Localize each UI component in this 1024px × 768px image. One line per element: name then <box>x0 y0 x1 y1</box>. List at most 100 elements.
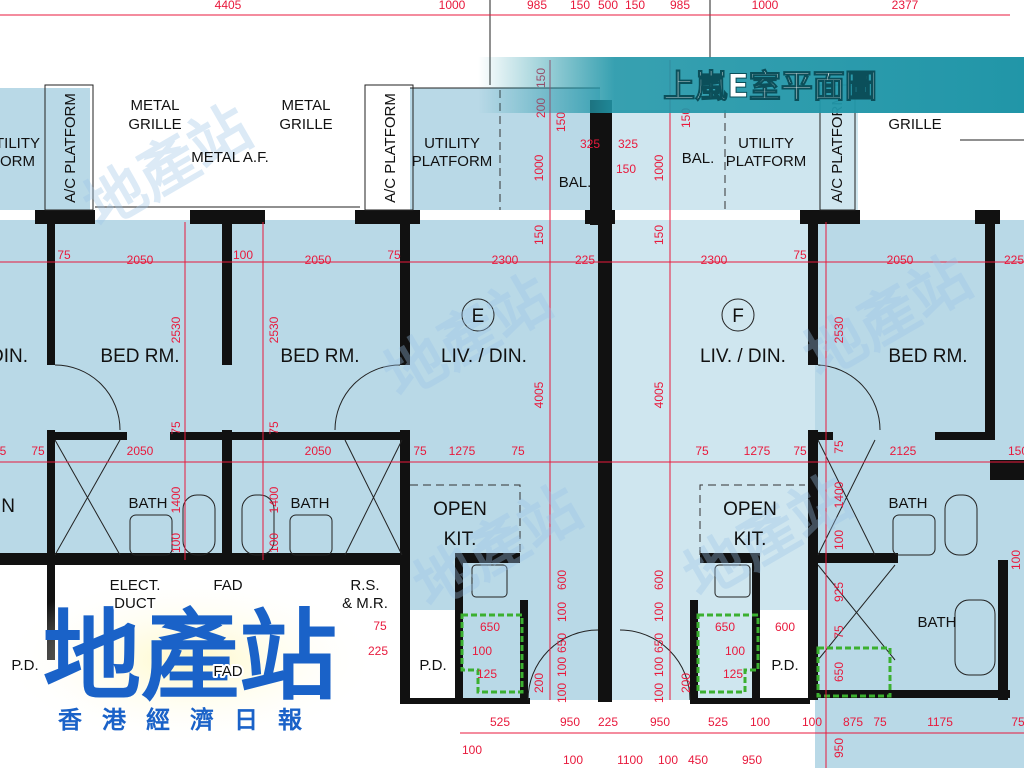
dimension-label: 100 <box>555 602 569 622</box>
dimension-label: 600 <box>775 620 795 634</box>
dimension-label: 2377 <box>892 0 919 12</box>
dimension-label: 650 <box>715 620 735 634</box>
dimension-label: 100 <box>1009 550 1023 570</box>
dimension-label: 985 <box>527 0 547 12</box>
text-label: BED RM. <box>280 346 359 367</box>
dimension-label: 75 <box>387 248 401 262</box>
label-liv-din-e: LIV. / DIN. <box>441 346 527 367</box>
dimension-label: 875 <box>843 715 863 729</box>
dimension-label: 1000 <box>652 154 666 181</box>
dimension-label: 1100 <box>617 753 643 767</box>
dimension-label: 1275 <box>449 444 476 458</box>
label-open-kit-f: OPEN <box>723 499 777 520</box>
dimension-label: 325 <box>580 137 600 151</box>
label-open-kit-e: OPEN <box>433 499 487 520</box>
dimension-label: 2530 <box>267 316 281 343</box>
dimension-label: 150 <box>616 162 636 176</box>
dimension-label: 100 <box>462 743 482 757</box>
text-label: PLATFORM <box>412 153 493 170</box>
dimension-label: 600 <box>652 570 666 590</box>
dimension-label: 75 <box>695 444 709 458</box>
dimension-label: 650 <box>652 633 666 653</box>
text-label: N <box>1 496 15 517</box>
text-label: GRILLE <box>279 116 332 133</box>
dimension-label: 100 <box>169 533 183 553</box>
logo-sub: 香港經濟日報 <box>58 706 322 734</box>
dimension-label: 1000 <box>752 0 779 12</box>
dimension-label: 75 <box>267 421 281 435</box>
walls <box>0 100 1024 704</box>
dimension-label: 2050 <box>305 444 332 458</box>
dimension-label: 100 <box>725 644 745 658</box>
dimension-label: 2530 <box>832 316 846 343</box>
label-utility-left: UTILITY <box>0 135 40 152</box>
dimension-label: 100 <box>652 683 666 703</box>
dimension-label: 2050 <box>127 253 154 267</box>
dimension-label: 100 <box>802 715 822 729</box>
label-bal-e: BAL. <box>559 174 592 191</box>
dimension-label: 950 <box>832 738 846 758</box>
dimension-label: 150 <box>652 225 666 245</box>
dimension-label: 225 <box>1004 253 1024 267</box>
dimension-label: 75 <box>1011 715 1024 729</box>
dimension-label: 100 <box>750 715 770 729</box>
dimension-label: 75 <box>832 440 846 454</box>
label-ac-platform: A/C PLATFORM <box>62 93 79 203</box>
dimension-label: 2050 <box>305 253 332 267</box>
label-bed-rm: BED RM. <box>100 346 179 367</box>
label-metal-af: METAL A.F. <box>191 149 269 166</box>
logo-main: 地產站 <box>43 600 337 714</box>
dimension-label: 500 <box>598 0 618 12</box>
dimension-label: 4005 <box>652 381 666 408</box>
dimension-label: 100 <box>233 248 253 262</box>
dimension-label: 225 <box>598 715 618 729</box>
dimension-label: 950 <box>742 753 762 767</box>
text-label: A/C PLATFORM <box>382 93 399 203</box>
text-label: A/C PLATFORM <box>829 93 846 203</box>
label-rs-mr: R.S. <box>350 577 379 594</box>
dimension-label: 2125 <box>890 444 917 458</box>
dimension-label: 1175 <box>927 715 953 729</box>
dimension-label: 100 <box>267 533 281 553</box>
label-pd-f: P.D. <box>771 657 798 674</box>
text-label: BATH <box>889 495 928 512</box>
text-label: GRILLE <box>888 116 941 133</box>
text-label: PLATFORM <box>0 153 35 170</box>
dimension-label: 125 <box>723 667 743 681</box>
dimension-label: 75 <box>31 444 45 458</box>
text-label: DIN. <box>0 346 28 367</box>
dimension-label: 150 <box>625 0 645 12</box>
text-label: KIT. <box>734 529 767 550</box>
dimension-label: 125 <box>477 667 497 681</box>
label-pd-e: P.D. <box>419 657 446 674</box>
dimension-label: 100 <box>555 683 569 703</box>
dimension-label: 100 <box>472 644 492 658</box>
text-label: & M.R. <box>342 595 388 612</box>
dimension-label: 1000 <box>439 0 466 12</box>
dimension-label: 100 <box>658 753 678 767</box>
dimension-label: 450 <box>688 753 708 767</box>
label-bath: BATH <box>129 495 168 512</box>
dimension-label: 75 <box>832 625 846 639</box>
dimension-label: 2530 <box>169 316 183 343</box>
dimension-label: 150 <box>570 0 590 12</box>
dimension-label: 75 <box>793 444 807 458</box>
label-bal-f: BAL. <box>682 150 715 167</box>
room-labels: UTILITY PLATFORM A/C PLATFORM A/C PLATFO… <box>0 93 968 674</box>
dimension-label: 2050 <box>127 444 154 458</box>
dimension-label: 5 <box>0 444 7 458</box>
dimension-label: 525 <box>708 715 728 729</box>
text-label: BATH <box>291 495 330 512</box>
dimension-label: 950 <box>650 715 670 729</box>
dimension-label: 600 <box>555 570 569 590</box>
text-label: METAL <box>282 97 331 114</box>
text-label: PLATFORM <box>726 153 807 170</box>
dimension-label: 100 <box>652 657 666 677</box>
banner-title: 上嵐E室平面圖 <box>663 67 877 105</box>
dimension-label: 4005 <box>532 381 546 408</box>
dimension-label: 1000 <box>532 154 546 181</box>
text-label: BED RM. <box>888 346 967 367</box>
dimension-label: 1400 <box>267 486 281 513</box>
label-liv-din-f: LIV. / DIN. <box>700 346 786 367</box>
